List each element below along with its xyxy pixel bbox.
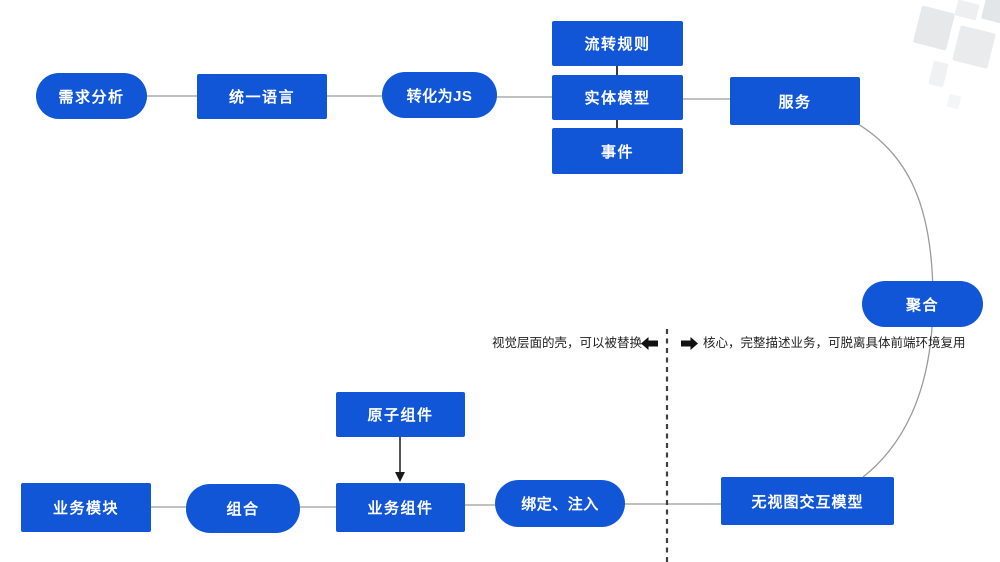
node-atomic-component[interactable]: 原子组件 bbox=[336, 392, 465, 437]
watermark-square bbox=[954, 0, 980, 21]
node-unified-language[interactable]: 统一语言 bbox=[197, 74, 327, 119]
annotation-view-shell: 视觉层面的壳，可以被替换 bbox=[492, 335, 643, 350]
watermark-square bbox=[928, 60, 949, 88]
watermark-square bbox=[980, 0, 1000, 25]
node-entity-model[interactable]: 实体模型 bbox=[552, 75, 683, 120]
watermark-square bbox=[946, 93, 962, 110]
watermark-square bbox=[952, 25, 996, 69]
node-business-component[interactable]: 业务组件 bbox=[336, 483, 465, 532]
node-compose[interactable]: 组合 bbox=[186, 484, 300, 533]
node-flow-rules[interactable]: 流转规则 bbox=[552, 21, 683, 66]
node-convert-to-js[interactable]: 转化为JS bbox=[382, 72, 497, 118]
arrow-right-icon bbox=[681, 337, 698, 350]
node-business-module[interactable]: 业务模块 bbox=[21, 483, 151, 532]
node-viewless-interaction-model[interactable]: 无视图交互模型 bbox=[721, 477, 894, 525]
arrow-left-icon bbox=[641, 337, 658, 350]
node-requirement-analysis[interactable]: 需求分析 bbox=[36, 73, 147, 119]
node-aggregate[interactable]: 聚合 bbox=[862, 281, 983, 327]
watermark-square bbox=[912, 5, 956, 51]
annotation-core-model: 核心，完整描述业务，可脱离具体前端环境复用 bbox=[703, 335, 966, 350]
node-event[interactable]: 事件 bbox=[552, 128, 683, 174]
node-bind-inject[interactable]: 绑定、注入 bbox=[495, 480, 625, 527]
node-service[interactable]: 服务 bbox=[730, 77, 860, 125]
